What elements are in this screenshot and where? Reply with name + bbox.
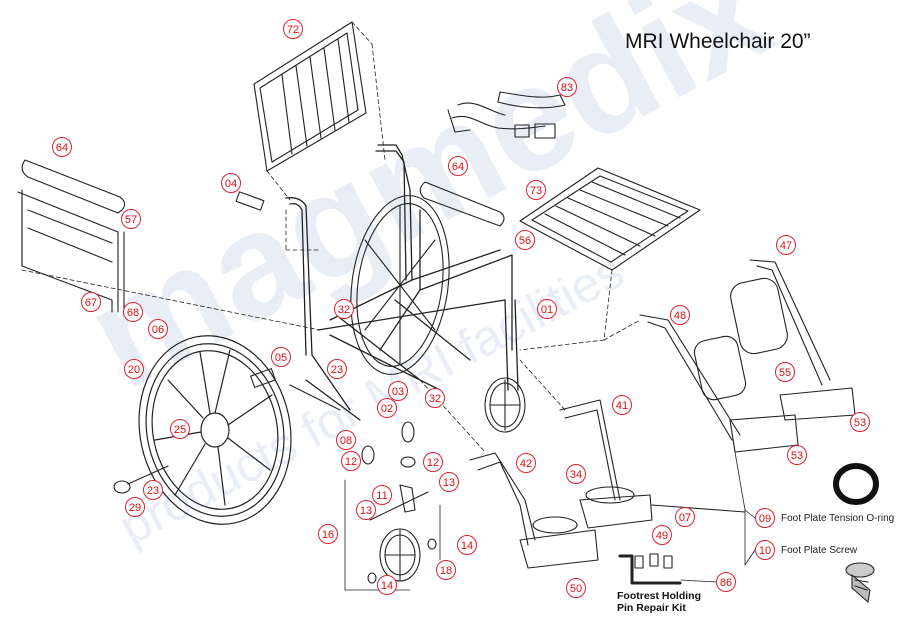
callout-42: 42 [516,453,536,473]
callout-83: 83 [557,77,577,97]
callout-50: 50 [566,578,586,598]
callout-16: 16 [318,524,338,544]
callout-02: 02 [377,398,397,418]
callout-18: 18 [436,560,456,580]
kit-label-line-2: Pin Repair Kit [617,602,686,614]
seat-upholstery [519,167,701,351]
callout-49: 49 [652,525,672,545]
legend-10-label: Foot Plate Screw [781,545,858,556]
pin-repair-kit-icon [618,553,717,585]
screw-icon [845,562,875,603]
callout-09: 09 [755,508,775,528]
callout-01: 01 [537,299,557,319]
callout-68: 68 [123,302,143,322]
elevating-legrest-47 [730,259,856,421]
callout-64: 64 [52,137,72,157]
footrest-42 [469,452,599,569]
o-ring-icon [833,463,879,505]
main-frame [285,144,519,421]
calf-strap [447,91,566,139]
callout-13: 13 [356,500,376,520]
legend-connectors [734,451,756,566]
callout-25: 25 [170,419,190,439]
callout-12: 12 [341,451,361,471]
callout-47: 47 [776,235,796,255]
right-armrest-pad [419,181,505,227]
axle-parts [113,191,341,494]
callout-72: 72 [283,19,303,39]
left-armrest [17,159,321,331]
callout-05: 05 [271,347,291,367]
callout-53: 53 [850,412,870,432]
back-upholstery [253,21,386,201]
caster-back [484,377,526,433]
legend-09-label: Foot Plate Tension O-ring [781,513,895,524]
callout-11: 11 [372,485,392,505]
callout-13: 13 [439,472,459,492]
callout-41: 41 [612,395,632,415]
callout-55: 55 [775,362,795,382]
callout-14: 14 [377,575,397,595]
callout-29: 29 [125,497,145,517]
callout-14: 14 [457,535,477,555]
elevating-legrest-48 [639,314,799,453]
callout-48: 48 [670,305,690,325]
callout-53: 53 [787,445,807,465]
callout-73: 73 [526,180,546,200]
callout-34: 34 [566,464,586,484]
callout-03: 03 [388,381,408,401]
callout-32: 32 [334,299,354,319]
callout-20: 20 [124,359,144,379]
callout-10: 10 [755,540,775,560]
callout-86: 86 [716,572,736,592]
callout-23: 23 [327,359,347,379]
kit-label: Footrest Holding Pin Repair Kit [617,590,701,614]
callout-07: 07 [675,507,695,527]
callout-64: 64 [448,156,468,176]
footrest-41 [559,399,746,529]
callout-04: 04 [221,173,241,193]
callout-57: 57 [121,209,141,229]
callout-32: 32 [425,388,445,408]
callout-12: 12 [423,452,443,472]
kit-label-line-1: Footrest Holding [617,590,701,602]
callout-23: 23 [143,480,163,500]
rear-wheel-back [350,195,450,375]
rear-wheel-front [138,335,292,525]
callout-06: 06 [148,319,168,339]
callout-08: 08 [336,430,356,450]
callout-56: 56 [515,230,535,250]
guide-lines [285,209,641,453]
diagram-title: MRI Wheelchair 20” [625,30,811,53]
callout-67: 67 [81,292,101,312]
